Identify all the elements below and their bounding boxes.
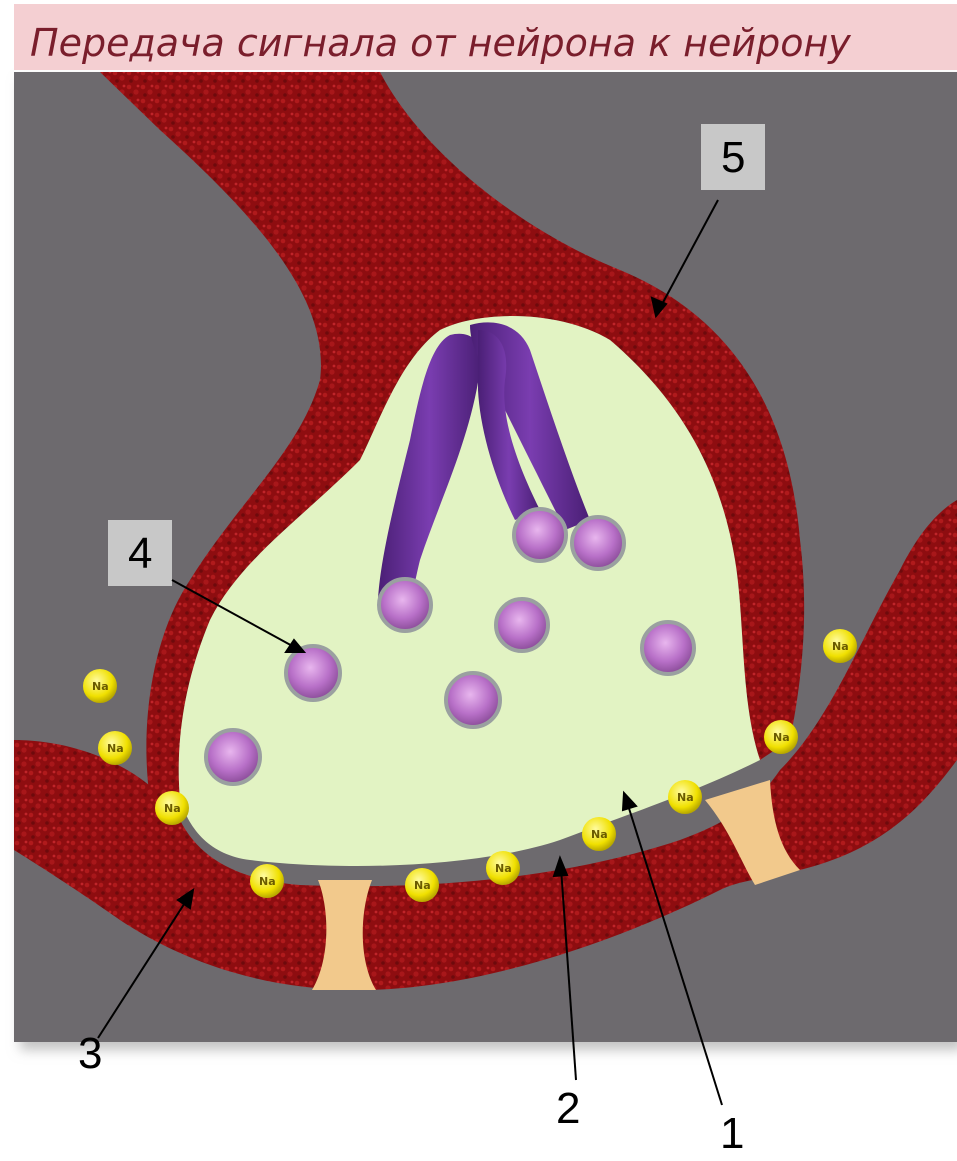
sodium-ion-icon: Na — [155, 791, 189, 825]
sodium-ion-icon: Na — [98, 731, 132, 765]
sodium-ion-icon: Na — [405, 868, 439, 902]
vesicle-icon — [379, 579, 431, 631]
sodium-ion-icon: Na — [486, 851, 520, 885]
svg-text:Na: Na — [92, 680, 109, 693]
svg-text:Na: Na — [164, 802, 181, 815]
sodium-ion-icon: Na — [668, 780, 702, 814]
vesicle-icon — [572, 517, 624, 569]
svg-text:Na: Na — [259, 875, 276, 888]
svg-text:Na: Na — [832, 640, 849, 653]
vesicle-icon — [496, 599, 548, 651]
sodium-ion-icon: Na — [823, 629, 857, 663]
svg-text:Na: Na — [107, 742, 124, 755]
svg-text:Na: Na — [677, 791, 694, 804]
vesicle-icon — [206, 730, 260, 784]
svg-text:Na: Na — [414, 879, 431, 892]
vesicle-icon — [514, 509, 566, 561]
diagram-title: Передача сигнала от нейрона к нейрону — [30, 21, 851, 65]
vesicle-icon — [446, 673, 500, 727]
sodium-ion-icon: Na — [582, 817, 616, 851]
svg-text:Na: Na — [773, 731, 790, 744]
sodium-ion-icon: Na — [250, 864, 284, 898]
label-2: 2 — [556, 1084, 580, 1133]
label-5: 5 — [721, 133, 745, 182]
svg-text:Na: Na — [591, 828, 608, 841]
svg-text:Na: Na — [495, 862, 512, 875]
sodium-ion-icon: Na — [764, 720, 798, 754]
sodium-ion-icon: Na — [83, 669, 117, 703]
vesicle-icon — [642, 622, 694, 674]
label-4: 4 — [128, 529, 152, 578]
vesicle-icon — [286, 646, 340, 700]
label-1: 1 — [720, 1109, 744, 1158]
